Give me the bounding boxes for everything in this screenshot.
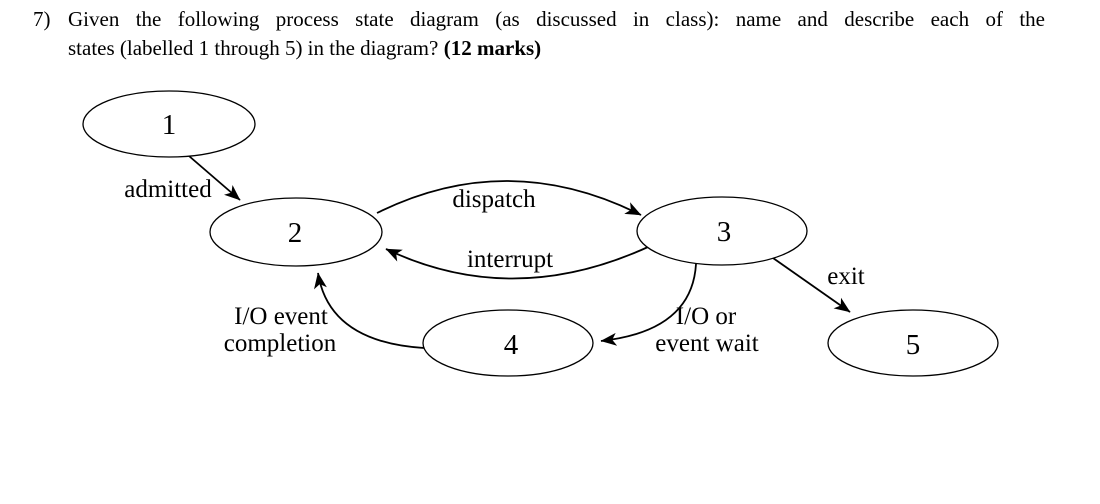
edge-admitted-label: admitted xyxy=(124,176,212,203)
edge-admitted-arrow xyxy=(188,155,241,201)
state-label-1: 1 xyxy=(162,109,177,141)
state-node-3: 3 xyxy=(636,196,808,266)
state-label-4: 4 xyxy=(504,329,519,361)
state-label-3: 3 xyxy=(717,216,732,248)
edge-io-completion-label-line1: I/O event xyxy=(234,303,328,330)
edge-interrupt-arrow xyxy=(385,246,649,280)
question-line-2: states (labelled 1 through 5) in the dia… xyxy=(68,34,1045,63)
state-node-5: 5 xyxy=(827,309,999,377)
state-ellipse-2 xyxy=(209,197,383,267)
edge-io-completion-arrow xyxy=(314,272,425,349)
state-node-4: 4 xyxy=(422,309,594,377)
edge-exit-arrow xyxy=(772,257,851,313)
edge-dispatch-label: dispatch xyxy=(452,186,536,213)
state-label-5: 5 xyxy=(906,329,921,361)
state-node-1: 1 xyxy=(82,90,256,158)
state-label-5-ellipse xyxy=(827,309,999,377)
edge-io-wait-label-line2: event wait xyxy=(655,330,758,357)
state-label-2: 2 xyxy=(288,217,303,249)
edge-interrupt-label: interrupt xyxy=(467,246,553,273)
state-ellipse-1 xyxy=(82,90,256,158)
edge-exit-label: exit xyxy=(827,263,865,290)
question-text-line2: states (labelled 1 through 5) in the dia… xyxy=(68,36,439,60)
state-ellipse-3 xyxy=(636,196,808,266)
state-node-2: 2 xyxy=(209,197,383,267)
question-line-1: 7) Given the following process state dia… xyxy=(33,5,1045,34)
edge-io-wait-arrow xyxy=(600,263,697,346)
question-marks: (12 marks) xyxy=(443,36,542,60)
state-ellipse-4 xyxy=(422,309,594,377)
edge-io-wait-label-line1: I/O or xyxy=(676,303,737,330)
edge-dispatch-arrow xyxy=(376,180,642,216)
question-text-line1: Given the following process state diagra… xyxy=(68,7,1045,31)
question-block: 7) Given the following process state dia… xyxy=(33,5,1045,63)
edge-io-completion-label-line2: completion xyxy=(224,330,337,357)
question-number: 7) xyxy=(33,7,51,31)
